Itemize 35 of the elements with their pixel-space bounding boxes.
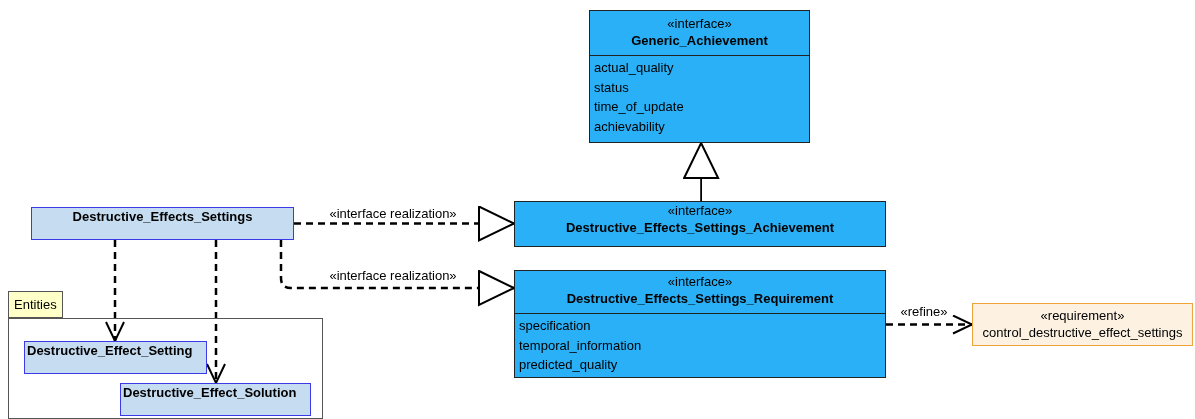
interface-box	[589, 10, 810, 143]
edge-label: «interface realization»	[327, 268, 459, 283]
interface-box	[514, 201, 886, 247]
class-box	[31, 207, 294, 240]
arrow	[294, 205, 515, 242]
stereotype-label: «interface»	[666, 15, 733, 32]
class-name: Destructive_Effects_Settings	[71, 208, 254, 225]
class-box	[120, 383, 311, 416]
edge-label: «interface realization»	[327, 206, 459, 221]
class-box	[24, 341, 207, 374]
attribute-label: actual_quality	[593, 59, 675, 77]
interface-box	[514, 270, 886, 378]
class-name: Generic_Achievement	[630, 32, 769, 49]
attribute-label: time_of_update	[593, 98, 685, 116]
requirement-name: control_destructive_effect_settings	[981, 324, 1184, 341]
attribute-label: achievability	[593, 117, 666, 136]
arrow	[105, 240, 125, 342]
attribute-label: specification	[518, 317, 592, 335]
edge-label: «refine»	[898, 304, 950, 319]
stereotype-label: «interface»	[666, 273, 734, 290]
attribute-label: temporal_information	[518, 336, 643, 355]
arrow	[683, 142, 720, 202]
arrow	[206, 240, 226, 384]
class-name: Destructive_Effects_Settings_Requirement	[565, 290, 835, 307]
arrow	[279, 240, 515, 306]
class-name: Destructive_Effects_Settings_Achievement	[564, 219, 836, 236]
stereotype-label: «interface»	[666, 202, 734, 219]
stereotype-label: «requirement»	[1039, 307, 1126, 324]
arrow	[886, 314, 973, 335]
package-tab: Entities	[8, 291, 63, 318]
attribute-label: predicted_quality	[518, 356, 619, 374]
attribute-label: status	[593, 78, 630, 97]
class-name: Destructive_Effect_Setting	[26, 342, 194, 359]
requirement-box	[972, 303, 1193, 346]
class-name: Destructive_Effect_Solution	[122, 384, 298, 401]
